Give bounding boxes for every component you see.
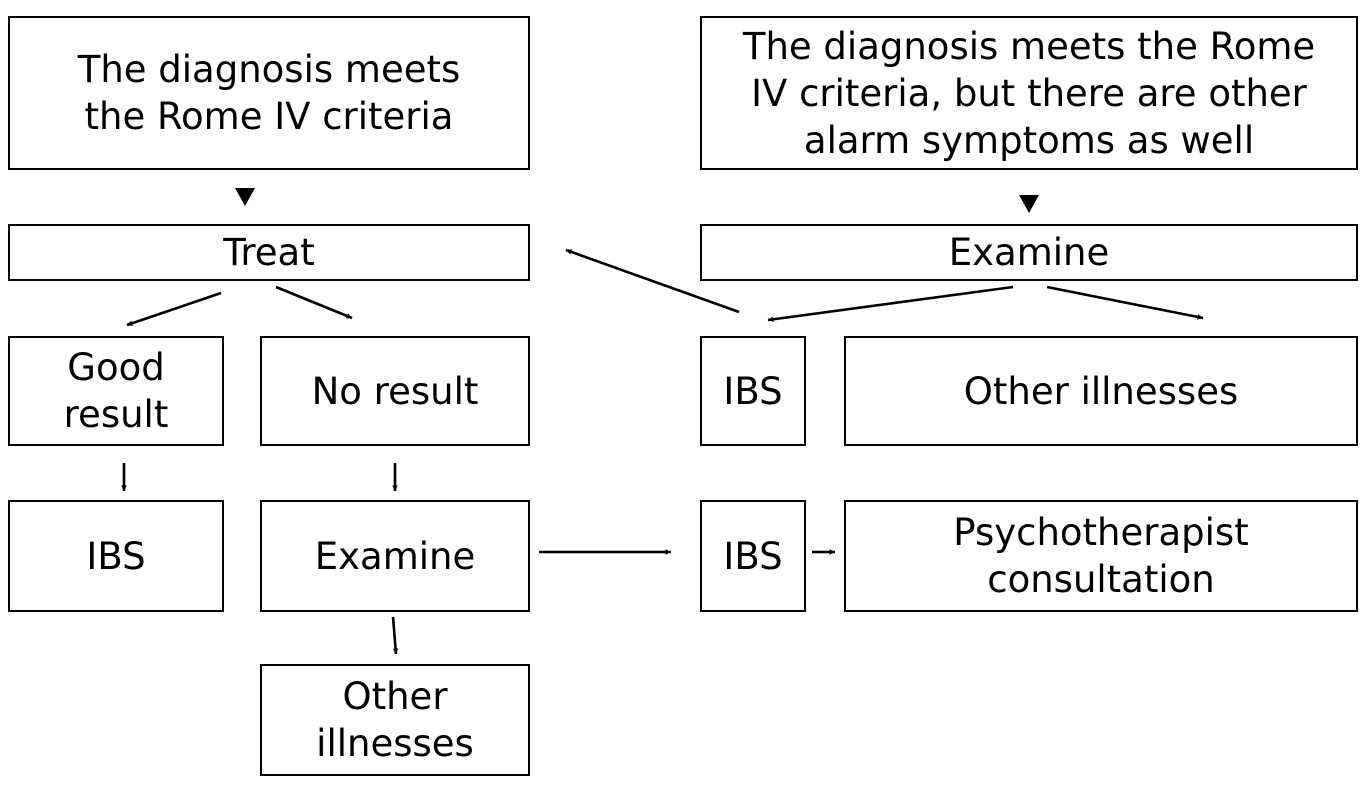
arrow-rome-to-treat (235, 188, 255, 206)
arrow-ibs-to-treat (565, 248, 740, 314)
arrow-alarm-to-examine (1019, 195, 1039, 213)
node-ibs-left: IBS (8, 500, 224, 612)
arrow-treat-to-no-result (275, 285, 353, 320)
node-rome-criteria: The diagnosis meets the Rome IV criteria (8, 16, 530, 170)
node-good-result: Good result (8, 336, 224, 446)
arrow-examine-to-other-illnesses (1046, 285, 1204, 320)
node-treat: Treat (8, 224, 530, 281)
node-ibs-right-bottom: IBS (700, 500, 806, 612)
node-ibs-right-top: IBS (700, 336, 806, 446)
node-rome-criteria-alarm-symptoms: The diagnosis meets the Rome IV criteria… (700, 16, 1358, 170)
node-psychotherapist-consultation: Psychotherapist consultation (844, 500, 1358, 612)
node-no-result: No result (260, 336, 530, 446)
arrow-examine-to-other-illnesses-bottom (391, 616, 399, 655)
arrow-examine-to-ibs (767, 285, 1014, 322)
node-other-illnesses-right: Other illnesses (844, 336, 1358, 446)
node-examine-right: Examine (700, 224, 1358, 281)
arrow-treat-to-good-result (126, 291, 222, 327)
node-other-illnesses-bottom: Other illnesses (260, 664, 530, 776)
node-examine-left: Examine (260, 500, 530, 612)
